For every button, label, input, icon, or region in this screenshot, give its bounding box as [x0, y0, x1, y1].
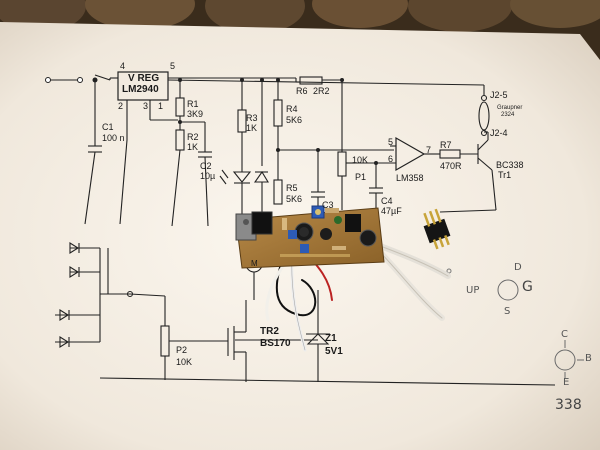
j2-5-label: J2-5	[490, 90, 508, 100]
c3-name: C3	[322, 200, 334, 210]
pinout-top-label: D	[514, 262, 522, 273]
schematic-wiring	[48, 71, 556, 386]
r7-name: R7	[440, 140, 452, 150]
vreg-pin-1: 1	[158, 101, 164, 111]
r2-name: R2	[187, 132, 199, 142]
p1-name: P1	[355, 172, 367, 182]
j2-4-label: J2-4	[490, 128, 508, 138]
tr1-name: Tr1	[498, 170, 512, 180]
r3-value: 1K	[246, 123, 258, 133]
vreg-pin-3: 3	[143, 101, 149, 111]
pencil-code: 338	[555, 397, 582, 413]
r6-name: R6	[296, 86, 308, 96]
r4-name: R4	[286, 104, 298, 114]
p2-name: P2	[176, 345, 188, 355]
pinout-bottom-label: S	[504, 306, 511, 317]
pcb-board	[235, 205, 385, 269]
opamp-pin-6: 6	[388, 154, 394, 164]
opamp-name: LM358	[396, 173, 424, 183]
tr2-name: TR2	[260, 326, 279, 337]
c2-name: C2	[200, 161, 212, 171]
r7-value: 470R	[440, 161, 462, 171]
graupner-label-1: Graupner	[497, 105, 523, 111]
pinout-left-label: UP	[466, 285, 480, 296]
z1-value: 5V1	[325, 346, 343, 357]
r5-value: 5K6	[286, 194, 303, 204]
r2-value: 1K	[187, 142, 199, 152]
c1-name: C1	[102, 122, 114, 132]
vreg-pin-2: 2	[118, 101, 124, 111]
motor-label: M	[251, 259, 258, 268]
c2-value: 10µ	[200, 171, 216, 181]
z1-name: Z1	[325, 333, 337, 344]
r4-value: 5K6	[286, 115, 303, 125]
r1-value: 3K9	[187, 109, 204, 119]
vreg-label-1: V REG	[128, 73, 160, 84]
r6-value: 2R2	[313, 86, 330, 96]
bjt-c-label: C	[561, 329, 568, 340]
graupner-label-2: 2324	[501, 112, 515, 118]
vreg-pin-4: 4	[120, 61, 126, 71]
bjt-b-label: B	[585, 353, 592, 364]
opamp-pin-7: 7	[426, 145, 432, 155]
vreg-label-2: LM2940	[122, 84, 159, 95]
p2-value: 10K	[176, 357, 193, 367]
p1-value: 10K	[352, 155, 369, 165]
pin-header	[423, 208, 451, 250]
r1-name: R1	[187, 99, 199, 109]
tr2-type: BS170	[260, 338, 291, 349]
pencil-sketches	[497, 279, 584, 378]
bjt-e-label: E	[563, 377, 570, 388]
tr1-type: BC338	[496, 160, 524, 170]
pinout-right-label: G	[522, 279, 533, 295]
c4-name: C4	[381, 196, 393, 206]
vreg-pin-5: 5	[170, 61, 176, 71]
c4-value: 47µF	[381, 206, 402, 216]
c1-value: 100 n	[102, 133, 125, 143]
r5-name: R5	[286, 183, 298, 193]
r3-name: R3	[246, 113, 258, 123]
opamp-pin-5: 5	[388, 137, 394, 147]
